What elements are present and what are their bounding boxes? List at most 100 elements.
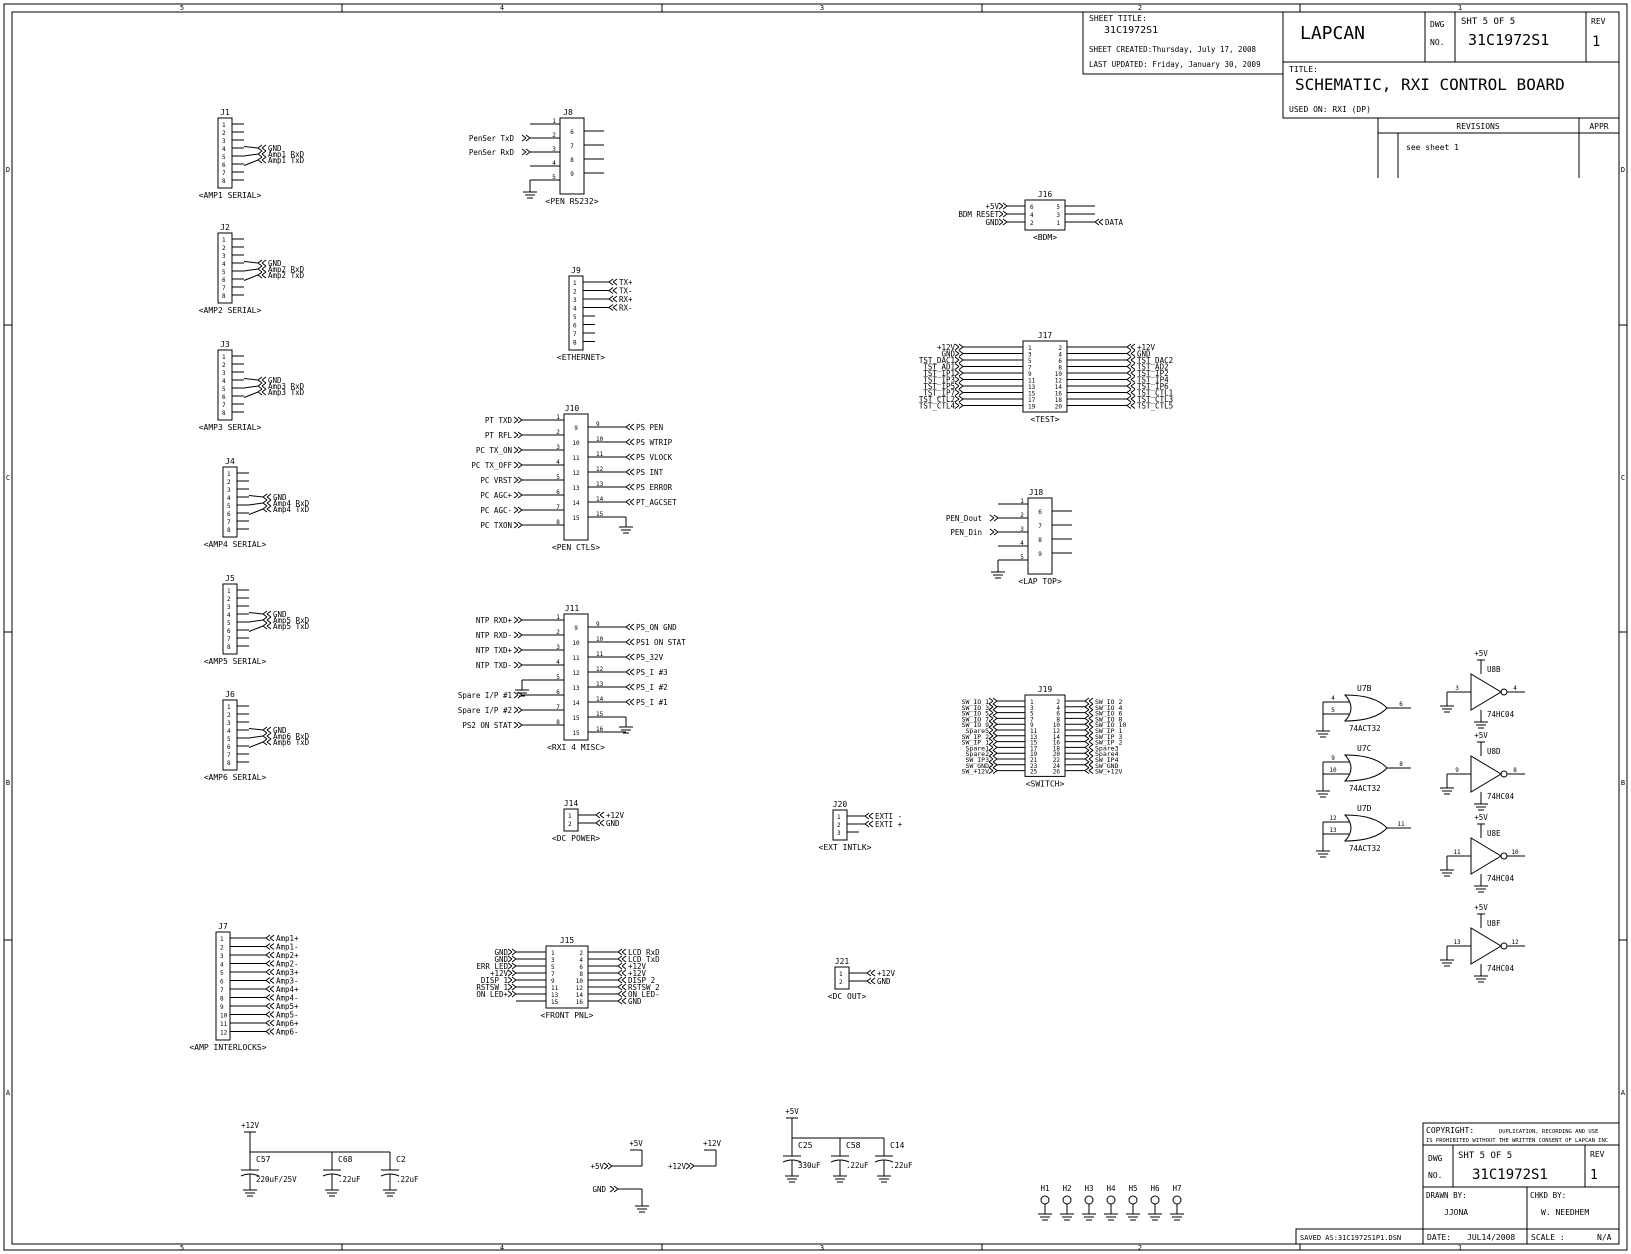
pin-number: 9 <box>1038 551 1042 558</box>
pin-number: 16 <box>576 999 584 1006</box>
connector-caption: <FRONT PNL> <box>541 1011 594 1020</box>
port-arrow <box>625 453 635 461</box>
port-arrow <box>864 812 874 820</box>
net-label: PS_I #2 <box>636 683 668 692</box>
cap-value: .22uF <box>396 1175 419 1184</box>
zone-mark-top: 1 <box>1458 4 1462 12</box>
pin-number: 8 <box>1399 761 1403 768</box>
pin-number: 7 <box>551 971 555 978</box>
power-label: +5V <box>1474 813 1488 822</box>
port-arrow <box>262 622 272 630</box>
power-label: +5V <box>629 1139 643 1148</box>
connector-body <box>568 275 584 351</box>
connector-ref: J7 <box>218 922 228 931</box>
port-arrow <box>988 726 998 734</box>
pin-number: 10 <box>572 440 580 447</box>
net-label: PC VRST <box>480 476 512 485</box>
pin-number: 7 <box>570 143 574 150</box>
connector-caption: <BDM> <box>1033 233 1057 242</box>
mounting-hole <box>1040 1195 1050 1205</box>
net-label: Spare4 <box>1095 750 1119 758</box>
chkd-by: W. NEEDHEM <box>1541 1208 1589 1217</box>
pin-number: 5 <box>227 620 231 627</box>
net-wire <box>243 146 259 149</box>
pin-number: 8 <box>227 527 231 534</box>
net-label: DATA <box>1105 218 1124 227</box>
connector-body <box>222 699 238 771</box>
pin-number: 6 <box>222 394 226 401</box>
pin-number: 9 <box>220 1004 224 1011</box>
mounting-hole <box>1062 1195 1072 1205</box>
net-label-gnd: GND <box>268 259 282 268</box>
port-arrow <box>507 969 517 977</box>
connector-body <box>217 232 233 304</box>
scale-value: N/A <box>1597 1233 1612 1242</box>
port-arrow <box>1084 761 1094 769</box>
net-label: SW_IO 9 <box>962 721 989 729</box>
port-arrow <box>265 943 275 950</box>
port-arrow <box>1084 715 1094 722</box>
port-arrow <box>988 703 998 711</box>
net-label: SW_GND <box>1095 762 1119 770</box>
pin-number: 7 <box>222 402 226 409</box>
pin-number: 1 <box>227 704 231 711</box>
net-label: PS_I #3 <box>636 668 668 677</box>
port-arrow <box>625 623 635 631</box>
connector-ref: J17 <box>1038 331 1053 340</box>
cap-ref: C25 <box>798 1141 813 1150</box>
buffer-part: 74HC04 <box>1487 874 1515 883</box>
net-label: GND <box>877 977 891 986</box>
gate-part: 74ACT32 <box>1349 724 1381 733</box>
rev-label: REV <box>1590 1150 1605 1159</box>
port-arrow <box>625 468 635 476</box>
sheet-number: SHT 5 OF 5 <box>1461 17 1515 27</box>
connector-caption: <AMP4 SERIAL> <box>204 540 267 549</box>
pin-number: 16 <box>1053 740 1061 747</box>
pin-number: 11 <box>551 985 559 992</box>
net-label: TST_CTL1 <box>1137 389 1173 398</box>
port-arrow <box>989 528 999 536</box>
pin-number: 4 <box>1030 212 1034 219</box>
mounting-hole <box>1084 1195 1094 1205</box>
port-arrow <box>262 493 272 501</box>
power-label: +5V <box>1474 731 1488 740</box>
hole-ref: H3 <box>1084 1184 1093 1193</box>
port-arrow <box>507 948 517 956</box>
pin-number: 2 <box>579 950 583 957</box>
pin-number: 19 <box>1030 751 1038 758</box>
pin-number: 1 <box>227 588 231 595</box>
net-label: +5V <box>590 1162 604 1171</box>
pin-number: 5 <box>556 674 560 681</box>
pin-number: 11 <box>596 651 604 658</box>
pin-number: 6 <box>1399 701 1403 708</box>
pin-number: 6 <box>1038 509 1042 516</box>
connector-j17: J171357911131517192468101214161820<TEST>… <box>919 331 1173 424</box>
pin-number: 5 <box>1028 358 1032 365</box>
buffer-part: 74HC04 <box>1487 964 1515 973</box>
pin-number: 1 <box>837 814 841 821</box>
port-arrow <box>513 431 523 439</box>
port-arrow <box>608 304 618 311</box>
net-label: SW_+12V <box>1095 768 1122 776</box>
pin-number: 2 <box>227 596 231 603</box>
mounting-hole-h7: H7 <box>1170 1184 1184 1221</box>
pin-number: 1 <box>227 471 231 478</box>
pin-number: 14 <box>572 700 580 707</box>
net-label: TX- <box>619 287 633 296</box>
connector-body <box>217 117 233 189</box>
pin-number: 9 <box>1455 767 1459 774</box>
pin-number: 11 <box>596 451 604 458</box>
hole-ref: H5 <box>1128 1184 1137 1193</box>
net-wire <box>243 159 259 166</box>
connector-caption: <AMP6 SERIAL> <box>204 773 267 782</box>
pin-number: 9 <box>596 621 600 628</box>
inverter-body <box>1470 927 1502 965</box>
port-arrow <box>1126 395 1136 403</box>
net-label-rxd: Amp1 RxD <box>268 150 305 159</box>
port-arrow <box>265 1019 275 1027</box>
pin-number: 10 <box>596 636 604 643</box>
pin-number: 1 <box>556 414 560 421</box>
net-label: TST_IP4 <box>1137 376 1169 385</box>
net-label: +12V <box>937 343 956 352</box>
